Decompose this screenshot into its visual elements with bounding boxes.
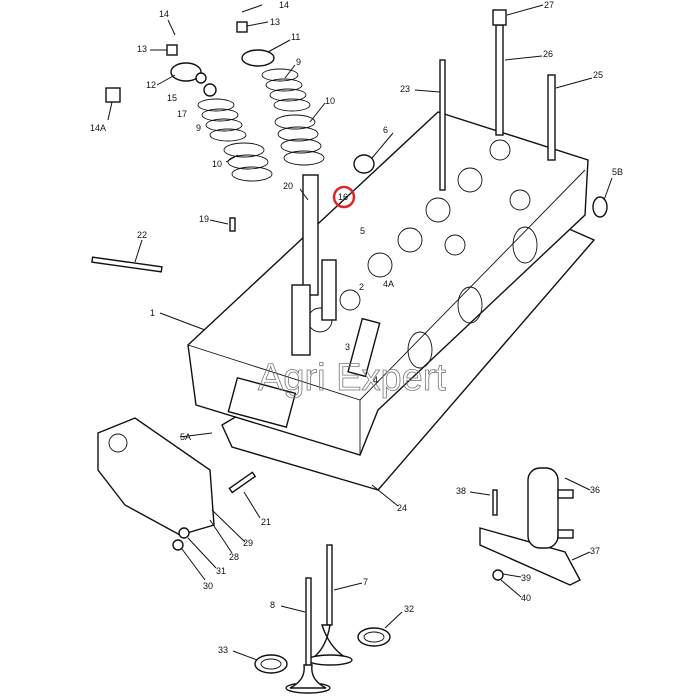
label-27[interactable]: 27: [544, 0, 554, 10]
valve-springs: [197, 68, 325, 182]
stud-26: [495, 24, 504, 136]
label-13[interactable]: 13: [270, 17, 280, 27]
label-14[interactable]: 14: [279, 0, 289, 10]
spring-cap-11: [241, 49, 275, 67]
label-12[interactable]: 12: [146, 80, 156, 90]
label-16[interactable]: 16: [338, 192, 348, 202]
label-33[interactable]: 33: [218, 645, 228, 655]
label-24[interactable]: 24: [397, 503, 407, 513]
label-5[interactable]: 5: [360, 226, 365, 236]
label-22[interactable]: 22: [137, 230, 147, 240]
label-8[interactable]: 8: [270, 600, 275, 610]
label-40[interactable]: 40: [521, 593, 531, 603]
plug-5B: [592, 196, 608, 218]
label-19[interactable]: 19: [199, 214, 209, 224]
label-5A[interactable]: 5A: [180, 432, 191, 442]
label-10[interactable]: 10: [325, 96, 335, 106]
thermostat-housing-plate: [97, 417, 215, 536]
part-labels: 14 13 14 13 11 12 15 17 9 9 14A 10 10 20…: [90, 0, 623, 655]
label-14A[interactable]: 14A: [90, 123, 106, 133]
label-23[interactable]: 23: [400, 84, 410, 94]
highlight-circle: [332, 185, 356, 209]
label-7[interactable]: 7: [363, 577, 368, 587]
label-5B[interactable]: 5B: [612, 167, 623, 177]
label-28[interactable]: 28: [229, 552, 239, 562]
label-31[interactable]: 31: [216, 566, 226, 576]
label-39[interactable]: 39: [521, 573, 531, 583]
label-29[interactable]: 29: [243, 538, 253, 548]
leader-lines: [107, 4, 613, 661]
label-1[interactable]: 1: [150, 308, 155, 318]
label-32[interactable]: 32: [404, 604, 414, 614]
label-9[interactable]: 9: [196, 123, 201, 133]
label-21[interactable]: 21: [261, 517, 271, 527]
label-25[interactable]: 25: [593, 70, 603, 80]
seat-ring-33: [254, 654, 288, 674]
label-6[interactable]: 6: [383, 125, 388, 135]
label-4[interactable]: 4: [373, 375, 378, 385]
cylinder-head: [187, 111, 589, 456]
label-13[interactable]: 13: [137, 44, 147, 54]
valve-guide-20: [302, 174, 319, 296]
label-30[interactable]: 30: [203, 581, 213, 591]
stud-23: [439, 59, 446, 191]
pin-19: [229, 217, 236, 232]
label-3[interactable]: 3: [345, 342, 350, 352]
label-9[interactable]: 9: [296, 57, 301, 67]
heater-valve-assembly: [479, 467, 581, 586]
plug-6: [353, 154, 375, 174]
label-2[interactable]: 2: [359, 282, 364, 292]
label-20[interactable]: 20: [283, 181, 293, 191]
stud-22: [91, 256, 163, 273]
nut-27: [492, 9, 507, 26]
label-38[interactable]: 38: [456, 486, 466, 496]
watermark-text: Agri Expert: [258, 357, 446, 399]
label-10[interactable]: 10: [212, 159, 222, 169]
label-17[interactable]: 17: [177, 109, 187, 119]
label-36[interactable]: 36: [590, 485, 600, 495]
seat-ring-32: [357, 627, 391, 647]
label-15[interactable]: 15: [167, 93, 177, 103]
valves: [285, 544, 353, 694]
spring-cap-12: [170, 62, 202, 82]
label-4A[interactable]: 4A: [383, 279, 394, 289]
label-14[interactable]: 14: [159, 9, 169, 19]
label-37[interactable]: 37: [590, 546, 600, 556]
label-11[interactable]: 11: [291, 32, 300, 42]
label-26[interactable]: 26: [543, 49, 553, 59]
stud-25: [547, 74, 556, 161]
